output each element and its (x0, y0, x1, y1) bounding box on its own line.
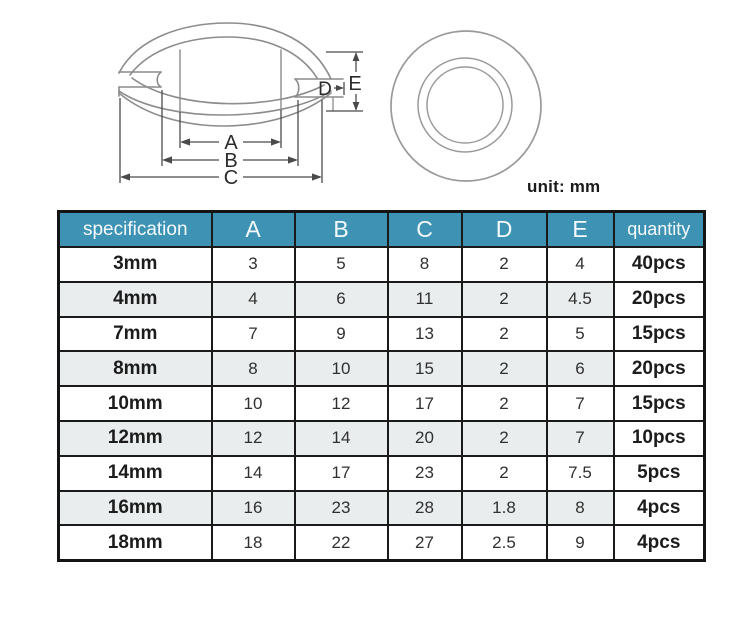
header-e: E (545, 210, 615, 248)
spec-cell: 18mm (57, 524, 213, 562)
header-c: C (386, 210, 463, 248)
dim-label-d: D (318, 79, 332, 100)
value-cell: 9 (293, 315, 389, 353)
quantity-cell: 20pcs (612, 280, 706, 318)
value-cell: 8 (210, 350, 296, 388)
value-cell: 7 (545, 385, 615, 422)
unit-note: unit: mm (527, 177, 601, 196)
spec-cell: 7mm (57, 315, 213, 353)
spec-cell: 12mm (57, 419, 213, 457)
value-cell: 12 (293, 385, 389, 422)
dim-label-c: C (224, 167, 238, 189)
value-cell: 17 (293, 454, 389, 492)
value-cell: 5 (293, 246, 389, 283)
value-cell: 13 (386, 315, 463, 353)
spec-cell: 14mm (57, 454, 213, 492)
dimension-labels: A B C D E (221, 73, 365, 189)
value-cell: 2 (460, 385, 548, 422)
value-cell: 14 (293, 419, 389, 457)
quantity-cell: 40pcs (612, 246, 706, 283)
value-cell: 6 (293, 280, 389, 318)
dimension-lines (119, 51, 363, 183)
dimension-arrowheads (120, 52, 360, 181)
value-cell: 28 (386, 489, 463, 527)
header-quantity: quantity (612, 210, 706, 248)
header-specification: specification (57, 210, 213, 248)
table-header-row: specification A B C D E quantity (57, 210, 706, 248)
grommet-top-view-diagram (390, 30, 542, 182)
quantity-cell: 10pcs (612, 419, 706, 457)
value-cell: 11 (386, 280, 463, 318)
value-cell: 18 (210, 524, 296, 562)
value-cell: 2 (460, 419, 548, 457)
dim-label-a: A (224, 132, 238, 154)
grommet-diagrams: A B C D E (118, 22, 542, 189)
grommet-cross-section-diagram (118, 22, 344, 127)
value-cell: 16 (210, 489, 296, 527)
value-cell: 27 (386, 524, 463, 562)
value-cell: 12 (210, 419, 296, 457)
value-cell: 8 (386, 246, 463, 283)
quantity-cell: 15pcs (612, 315, 706, 353)
quantity-cell: 5pcs (612, 454, 706, 492)
value-cell: 10 (210, 385, 296, 422)
value-cell: 4 (545, 246, 615, 283)
value-cell: 7 (210, 315, 296, 353)
value-cell: 1.8 (460, 489, 548, 527)
value-cell: 20 (386, 419, 463, 457)
value-cell: 6 (545, 350, 615, 388)
value-cell: 23 (386, 454, 463, 492)
dim-label-e: E (348, 73, 361, 95)
value-cell: 23 (293, 489, 389, 527)
value-cell: 9 (545, 524, 615, 562)
value-cell: 10 (293, 350, 389, 388)
value-cell: 2 (460, 246, 548, 283)
value-cell: 3 (210, 246, 296, 283)
value-cell: 15 (386, 350, 463, 388)
value-cell: 2 (460, 350, 548, 388)
spec-cell: 3mm (57, 246, 213, 283)
value-cell: 5 (545, 315, 615, 353)
value-cell: 4.5 (545, 280, 615, 318)
value-cell: 2 (460, 280, 548, 318)
value-cell: 17 (386, 385, 463, 422)
value-cell: 7.5 (545, 454, 615, 492)
spec-cell: 4mm (57, 280, 213, 318)
header-a: A (210, 210, 296, 248)
value-cell: 4 (210, 280, 296, 318)
spec-cell: 8mm (57, 350, 213, 388)
value-cell: 8 (545, 489, 615, 527)
value-cell: 2 (460, 454, 548, 492)
value-cell: 7 (545, 419, 615, 457)
header-d: D (460, 210, 548, 248)
spec-cell: 16mm (57, 489, 213, 527)
value-cell: 14 (210, 454, 296, 492)
quantity-cell: 4pcs (612, 489, 706, 527)
quantity-cell: 4pcs (612, 524, 706, 562)
quantity-cell: 15pcs (612, 385, 706, 422)
value-cell: 22 (293, 524, 389, 562)
spec-cell: 10mm (57, 385, 213, 422)
value-cell: 2 (460, 315, 548, 353)
quantity-cell: 20pcs (612, 350, 706, 388)
value-cell: 2.5 (460, 524, 548, 562)
header-b: B (293, 210, 389, 248)
dim-label-b: B (224, 150, 237, 172)
